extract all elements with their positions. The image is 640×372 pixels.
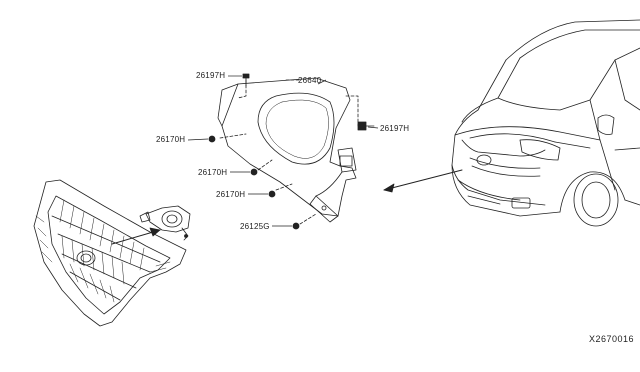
bolt-26197H-top <box>242 73 250 87</box>
label-26197H-top: 26197H <box>196 71 226 80</box>
screw-26125G <box>292 222 300 230</box>
vehicle-illustration <box>451 19 640 227</box>
label-26170H-b: 26170H <box>198 168 228 177</box>
nut-26170H-b <box>250 168 258 176</box>
diagram-code: X2670016 <box>588 334 634 344</box>
label-26170H-c: 26170H <box>216 190 246 199</box>
label-26170H-a: 26170H <box>156 135 186 144</box>
install-arrow <box>111 227 161 245</box>
front-grille <box>33 179 187 327</box>
bolt-26197H-right <box>357 121 375 131</box>
label-26125G: 26125G <box>240 222 270 231</box>
nut-26170H-c <box>268 190 276 198</box>
nut-26170H-a <box>208 135 216 143</box>
fog-lamp-unit <box>139 205 191 241</box>
location-arrow <box>383 169 463 193</box>
fog-lamp-bracket <box>217 77 365 225</box>
label-26640: 26640 <box>298 76 322 85</box>
label-26197H-right: 26197H <box>380 124 410 133</box>
